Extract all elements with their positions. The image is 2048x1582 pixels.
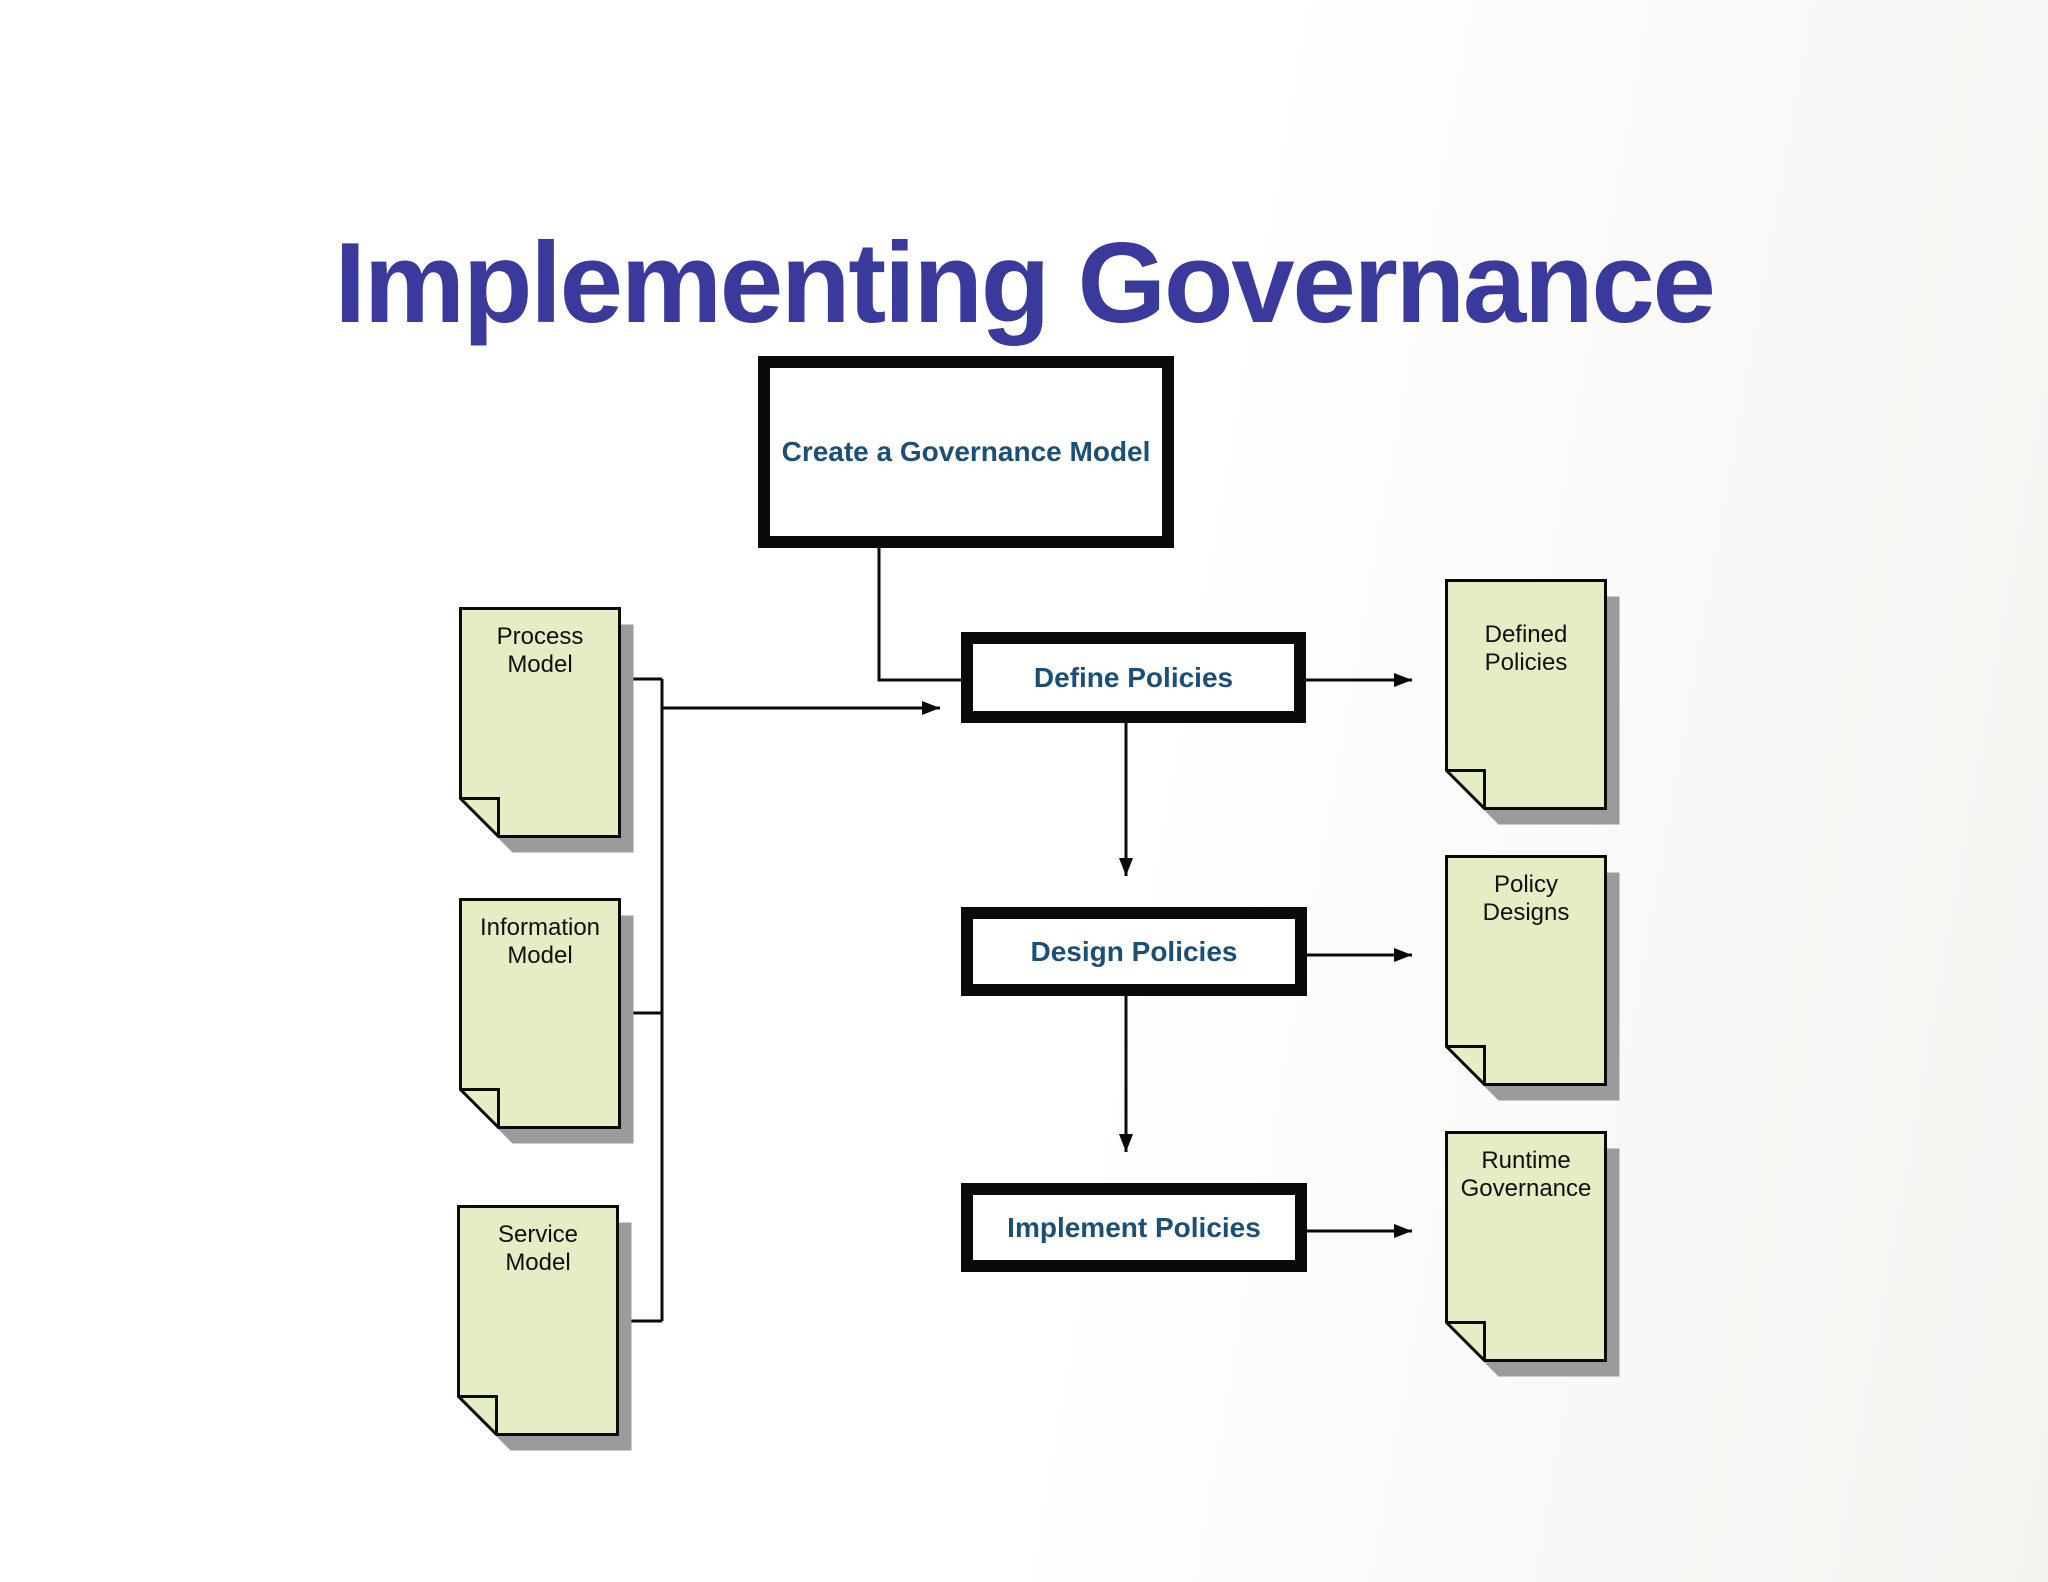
document-service-model: Service Model xyxy=(457,1205,632,1451)
document-policy-designs: Policy Designs xyxy=(1445,855,1620,1101)
document-shape xyxy=(1445,855,1620,1101)
document-defined-policies: Defined Policies xyxy=(1445,579,1620,825)
box-define-policies: Define Policies xyxy=(961,632,1306,723)
box-label: Define Policies xyxy=(1033,661,1234,693)
document-shape xyxy=(459,607,634,853)
document-label: Defined Policies xyxy=(1484,621,1568,676)
box-design-policies: Design Policies xyxy=(961,907,1307,996)
box-implement-policies: Implement Policies xyxy=(961,1183,1307,1272)
document-shape xyxy=(459,898,634,1144)
box-label: Create a Governance Model xyxy=(781,436,1151,467)
document-shape xyxy=(1445,1131,1620,1377)
document-shape xyxy=(1445,579,1620,825)
document-label: Policy Designs xyxy=(1482,871,1570,926)
document-runtime-governance: Runtime Governance xyxy=(1445,1131,1620,1377)
page-title: Implementing Governance xyxy=(334,220,1716,347)
document-label: Service Model xyxy=(497,1221,579,1276)
document-label: Runtime Governance xyxy=(1460,1147,1592,1202)
document-shape xyxy=(457,1205,632,1451)
box-label: Design Policies xyxy=(1030,935,1238,967)
document-process-model: Process Model xyxy=(459,607,634,853)
document-information-model: Information Model xyxy=(459,898,634,1144)
document-label: Information Model xyxy=(479,914,601,969)
box-label: Implement Policies xyxy=(1007,1211,1261,1243)
document-label: Process Model xyxy=(496,623,584,678)
connector-create-to-define xyxy=(877,548,962,682)
box-create-governance-model: Create a Governance Model xyxy=(758,356,1174,548)
